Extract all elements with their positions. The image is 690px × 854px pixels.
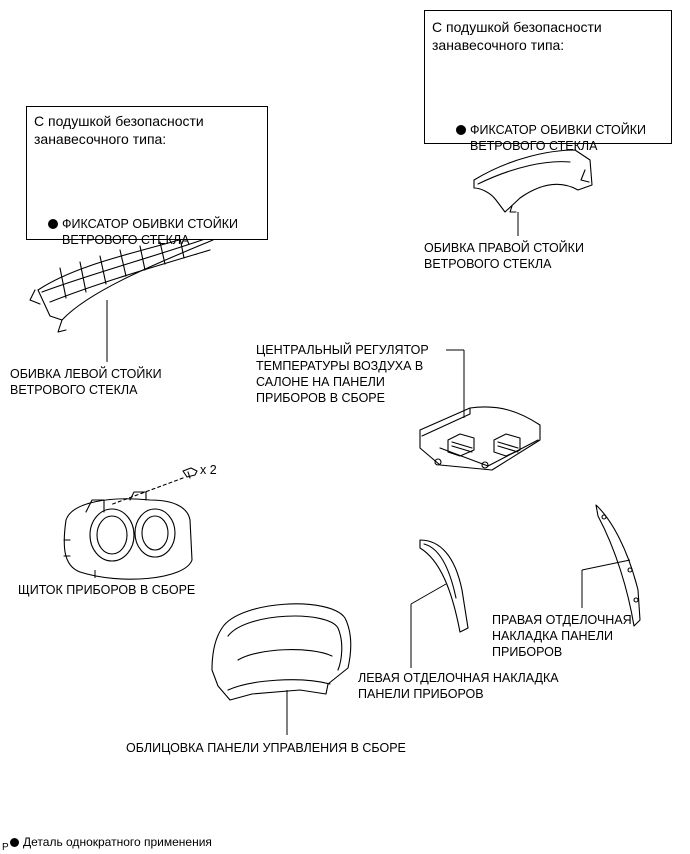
meter-assembly-drawing bbox=[63, 491, 193, 580]
left-note-title: С подушкой безопасности занавесочного ти… bbox=[34, 113, 204, 147]
screw-quantity-label: x 2 bbox=[200, 463, 217, 477]
left-ip-garnish-drawing bbox=[419, 539, 469, 633]
leader-lines bbox=[94, 212, 631, 735]
screw-drawing bbox=[182, 467, 198, 479]
right-ip-garnish-drawing bbox=[595, 504, 641, 627]
center-register-label: ЦЕНТРАЛЬНЫЙ РЕГУЛЯТОР ТЕМПЕРАТУРЫ ВОЗДУХ… bbox=[256, 343, 429, 405]
cluster-finish-panel-drawing bbox=[211, 603, 352, 701]
legend-text: Деталь однократного применения bbox=[23, 835, 212, 849]
cluster-finish-panel-label: ОБЛИЦОВКА ПАНЕЛИ УПРАВЛЕНИЯ В СБОРЕ bbox=[126, 741, 406, 755]
right-note-item: ФИКСАТОР ОБИВКИ СТОЙКИ ВЕТРОВОГО СТЕКЛА bbox=[456, 106, 646, 154]
left-note-box bbox=[26, 106, 268, 240]
left-note-item-text: ФИКСАТОР ОБИВКИ СТОЙКИ ВЕТРОВОГО СТЕКЛА bbox=[62, 217, 238, 247]
left-note-item: ФИКСАТОР ОБИВКИ СТОЙКИ ВЕТРОВОГО СТЕКЛА bbox=[48, 200, 238, 248]
non-reusable-dot-icon bbox=[10, 838, 19, 847]
non-reusable-dot-icon bbox=[456, 125, 466, 135]
left-pillar-garnish-label: ОБИВКА ЛЕВОЙ СТОЙКИ ВЕТРОВОГО СТЕКЛА bbox=[10, 367, 162, 397]
right-pillar-garnish-label: ОБИВКА ПРАВОЙ СТОЙКИ ВЕТРОВОГО СТЕКЛА bbox=[424, 241, 584, 271]
right-ip-garnish-label: ПРАВАЯ ОТДЕЛОЧНАЯ НАКЛАДКА ПАНЕЛИ ПРИБОР… bbox=[492, 613, 632, 659]
non-reusable-dot-icon bbox=[48, 219, 58, 229]
right-pillar-garnish-drawing bbox=[473, 149, 593, 213]
left-pillar-garnish-drawing bbox=[29, 228, 214, 333]
right-note-title: С подушкой безопасности занавесочного ти… bbox=[432, 19, 602, 53]
meter-assembly-label: ЩИТОК ПРИБОРОВ В СБОРЕ bbox=[18, 583, 196, 597]
figure-code: P bbox=[2, 842, 9, 853]
legend: Деталь однократного применения bbox=[10, 818, 212, 850]
right-note-item-text: ФИКСАТОР ОБИВКИ СТОЙКИ ВЕТРОВОГО СТЕКЛА bbox=[470, 123, 646, 153]
center-register-drawing bbox=[419, 406, 541, 471]
right-note-box bbox=[424, 10, 672, 144]
screw-dashed-leader bbox=[109, 477, 184, 506]
left-ip-garnish-label: ЛЕВАЯ ОТДЕЛОЧНАЯ НАКЛАДКА ПАНЕЛИ ПРИБОРО… bbox=[358, 671, 559, 701]
